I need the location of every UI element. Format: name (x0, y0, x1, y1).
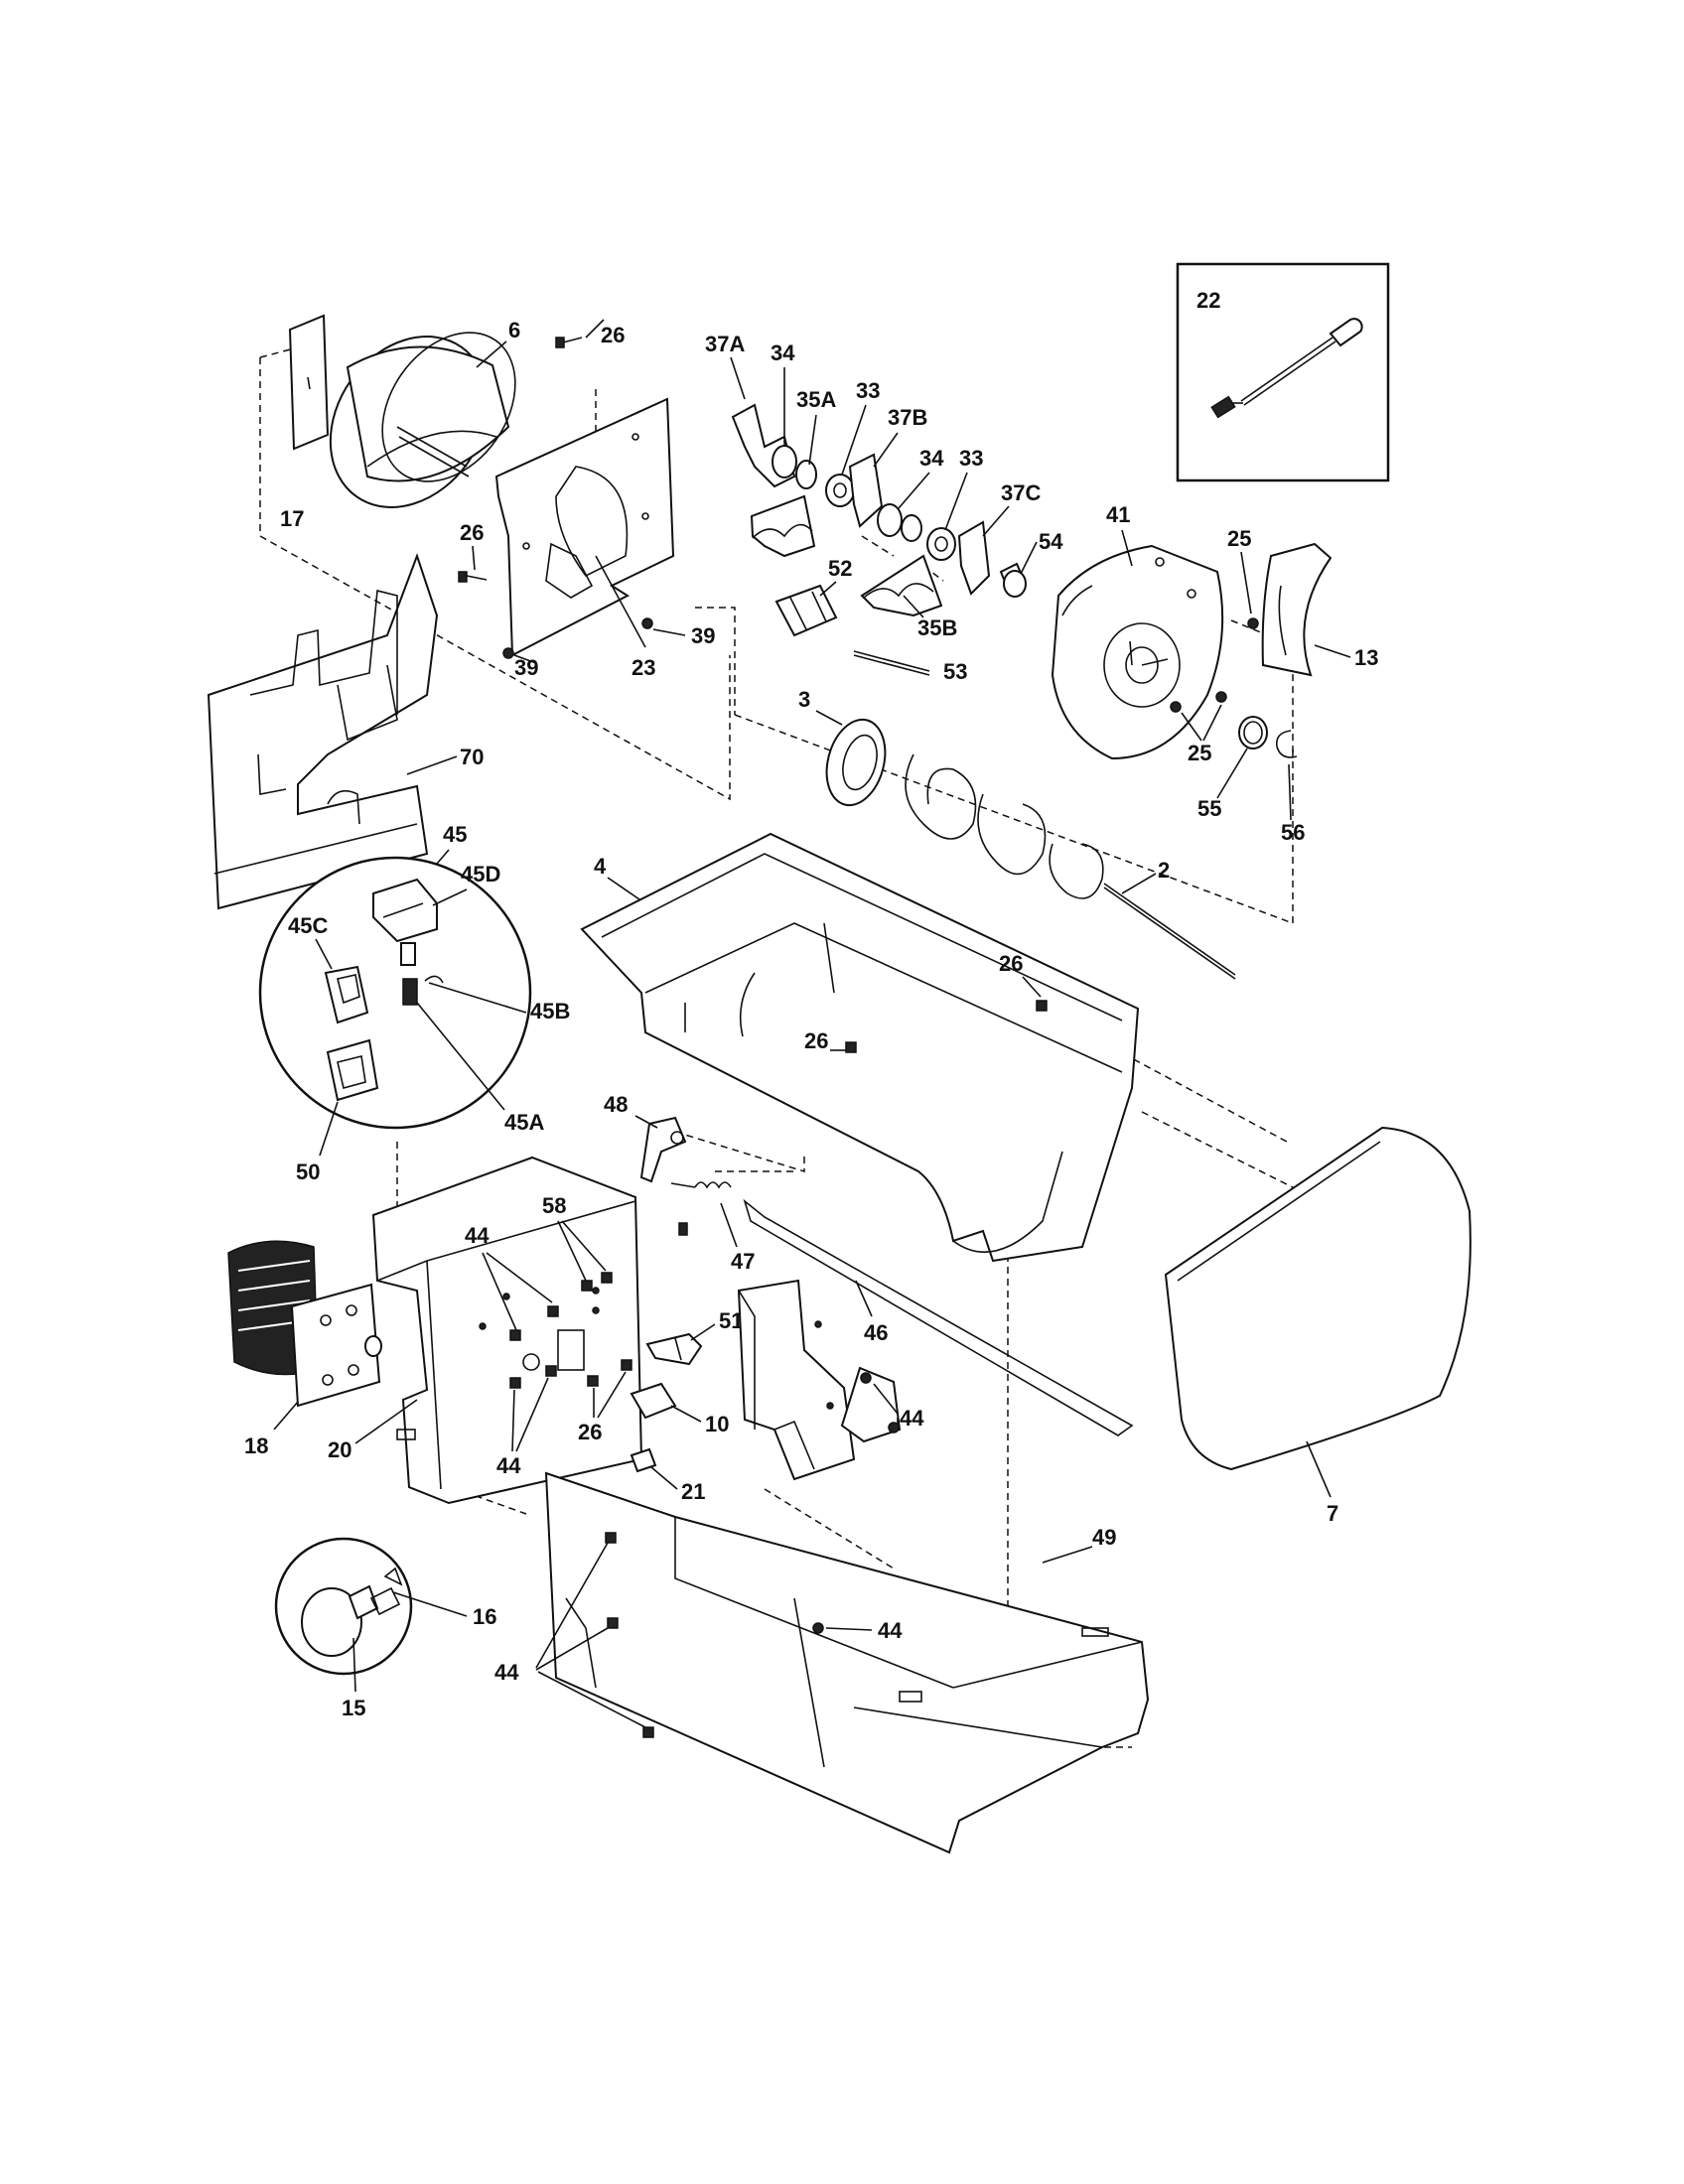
callout-44-e: 44 (494, 1660, 519, 1685)
callout-39-b: 39 (691, 623, 715, 648)
callout-49: 49 (1092, 1525, 1116, 1550)
part-48-47: 48 47 (604, 1092, 755, 1274)
inset-box-part-22: 22 (1176, 262, 1390, 482)
callout-25-a: 25 (1227, 526, 1251, 551)
callout-26-e: 26 (578, 1420, 602, 1444)
callout-45B: 45B (530, 999, 570, 1024)
part-44-screws-tray: 44 44 44 (494, 1372, 924, 1738)
callout-26-b: 26 (460, 520, 484, 545)
callout-44-c: 44 (900, 1406, 924, 1431)
callout-6: 6 (508, 318, 520, 342)
callout-35B: 35B (917, 615, 957, 640)
part-70-housing: 70 (207, 553, 484, 910)
callout-33-a: 33 (856, 378, 880, 403)
part-45-inset: 45 45D 45C 45B 45A 50 (258, 822, 570, 1184)
part-26-screws-bin: 26 26 (804, 951, 1048, 1053)
callout-2: 2 (1158, 858, 1170, 883)
callout-34-a: 34 (771, 341, 795, 365)
callout-41: 41 (1106, 502, 1130, 527)
part-23-plate: 23 (494, 397, 675, 680)
callout-46: 46 (864, 1320, 888, 1345)
callout-55: 55 (1197, 796, 1221, 821)
callout-10: 10 (705, 1412, 729, 1436)
callout-26-c: 26 (999, 951, 1023, 976)
part-15-16-lamp-inset: 16 15 (274, 1537, 496, 1720)
callout-15: 15 (342, 1696, 365, 1720)
part-51-10-21: 51 10 21 (630, 1308, 743, 1504)
part-46-rod: 46 (743, 1198, 1134, 1436)
callout-35A: 35A (796, 387, 836, 412)
callout-17: 17 (280, 506, 304, 531)
callout-56: 56 (1281, 820, 1305, 845)
callout-50: 50 (296, 1160, 320, 1184)
callout-39-a: 39 (514, 655, 538, 680)
callout-45A: 45A (504, 1110, 544, 1135)
callout-37B: 37B (888, 405, 927, 430)
agitator-stack: 37A 34 35A 33 37B 34 33 37C 54 35B (705, 332, 1063, 640)
part-52-53: 52 53 (774, 556, 967, 684)
callout-54: 54 (1039, 529, 1063, 554)
part-20-box: 20 (328, 1156, 643, 1505)
callout-26-d: 26 (804, 1028, 828, 1053)
callout-47: 47 (731, 1249, 755, 1274)
callout-45: 45 (443, 822, 467, 847)
callout-26-a: 26 (601, 323, 625, 347)
callout-25-b: 25 (1188, 741, 1211, 765)
part-7-front-cover: 7 (1164, 1126, 1472, 1526)
callout-52: 52 (828, 556, 852, 581)
callout-37A: 37A (705, 332, 745, 356)
part-41-cover: 41 (1051, 502, 1224, 760)
callout-21: 21 (681, 1479, 705, 1504)
part-4-ice-bin: 4 (580, 832, 1140, 1263)
callout-13: 13 (1354, 645, 1378, 670)
part-39-screws: 39 39 (502, 617, 715, 680)
callout-4: 4 (594, 854, 607, 879)
part-3-2-auger-spring: 3 2 (798, 687, 1236, 980)
callout-22: 22 (1196, 288, 1220, 313)
callout-20: 20 (328, 1437, 351, 1462)
part-49-tray: 49 (544, 1279, 1150, 1854)
callout-34-b: 34 (919, 446, 944, 471)
callout-58: 58 (542, 1193, 566, 1218)
part-17-strip: 17 (280, 314, 330, 531)
part-26-screws-top: 26 26 (458, 319, 625, 583)
callout-16: 16 (473, 1604, 496, 1629)
callout-37C: 37C (1001, 480, 1041, 505)
callout-70: 70 (460, 745, 484, 769)
callout-44-a: 44 (465, 1223, 490, 1248)
callout-7: 7 (1327, 1501, 1338, 1526)
part-18-motor: 18 (227, 1240, 382, 1458)
part-6-auger-drum: 6 (329, 318, 520, 508)
callout-45D: 45D (461, 862, 500, 887)
callout-3: 3 (798, 687, 810, 712)
part-44-58-screws-box: 44 58 44 26 (465, 1193, 632, 1478)
callout-18: 18 (244, 1433, 268, 1458)
callout-45C: 45C (288, 913, 328, 938)
callout-23: 23 (632, 655, 655, 680)
callout-44-b: 44 (496, 1453, 521, 1478)
callout-33-b: 33 (959, 446, 983, 471)
callout-44-d: 44 (878, 1618, 903, 1643)
part-25-13-55-56: 25 25 13 55 56 (1170, 526, 1378, 845)
callout-48: 48 (604, 1092, 628, 1117)
callout-53: 53 (943, 659, 967, 684)
